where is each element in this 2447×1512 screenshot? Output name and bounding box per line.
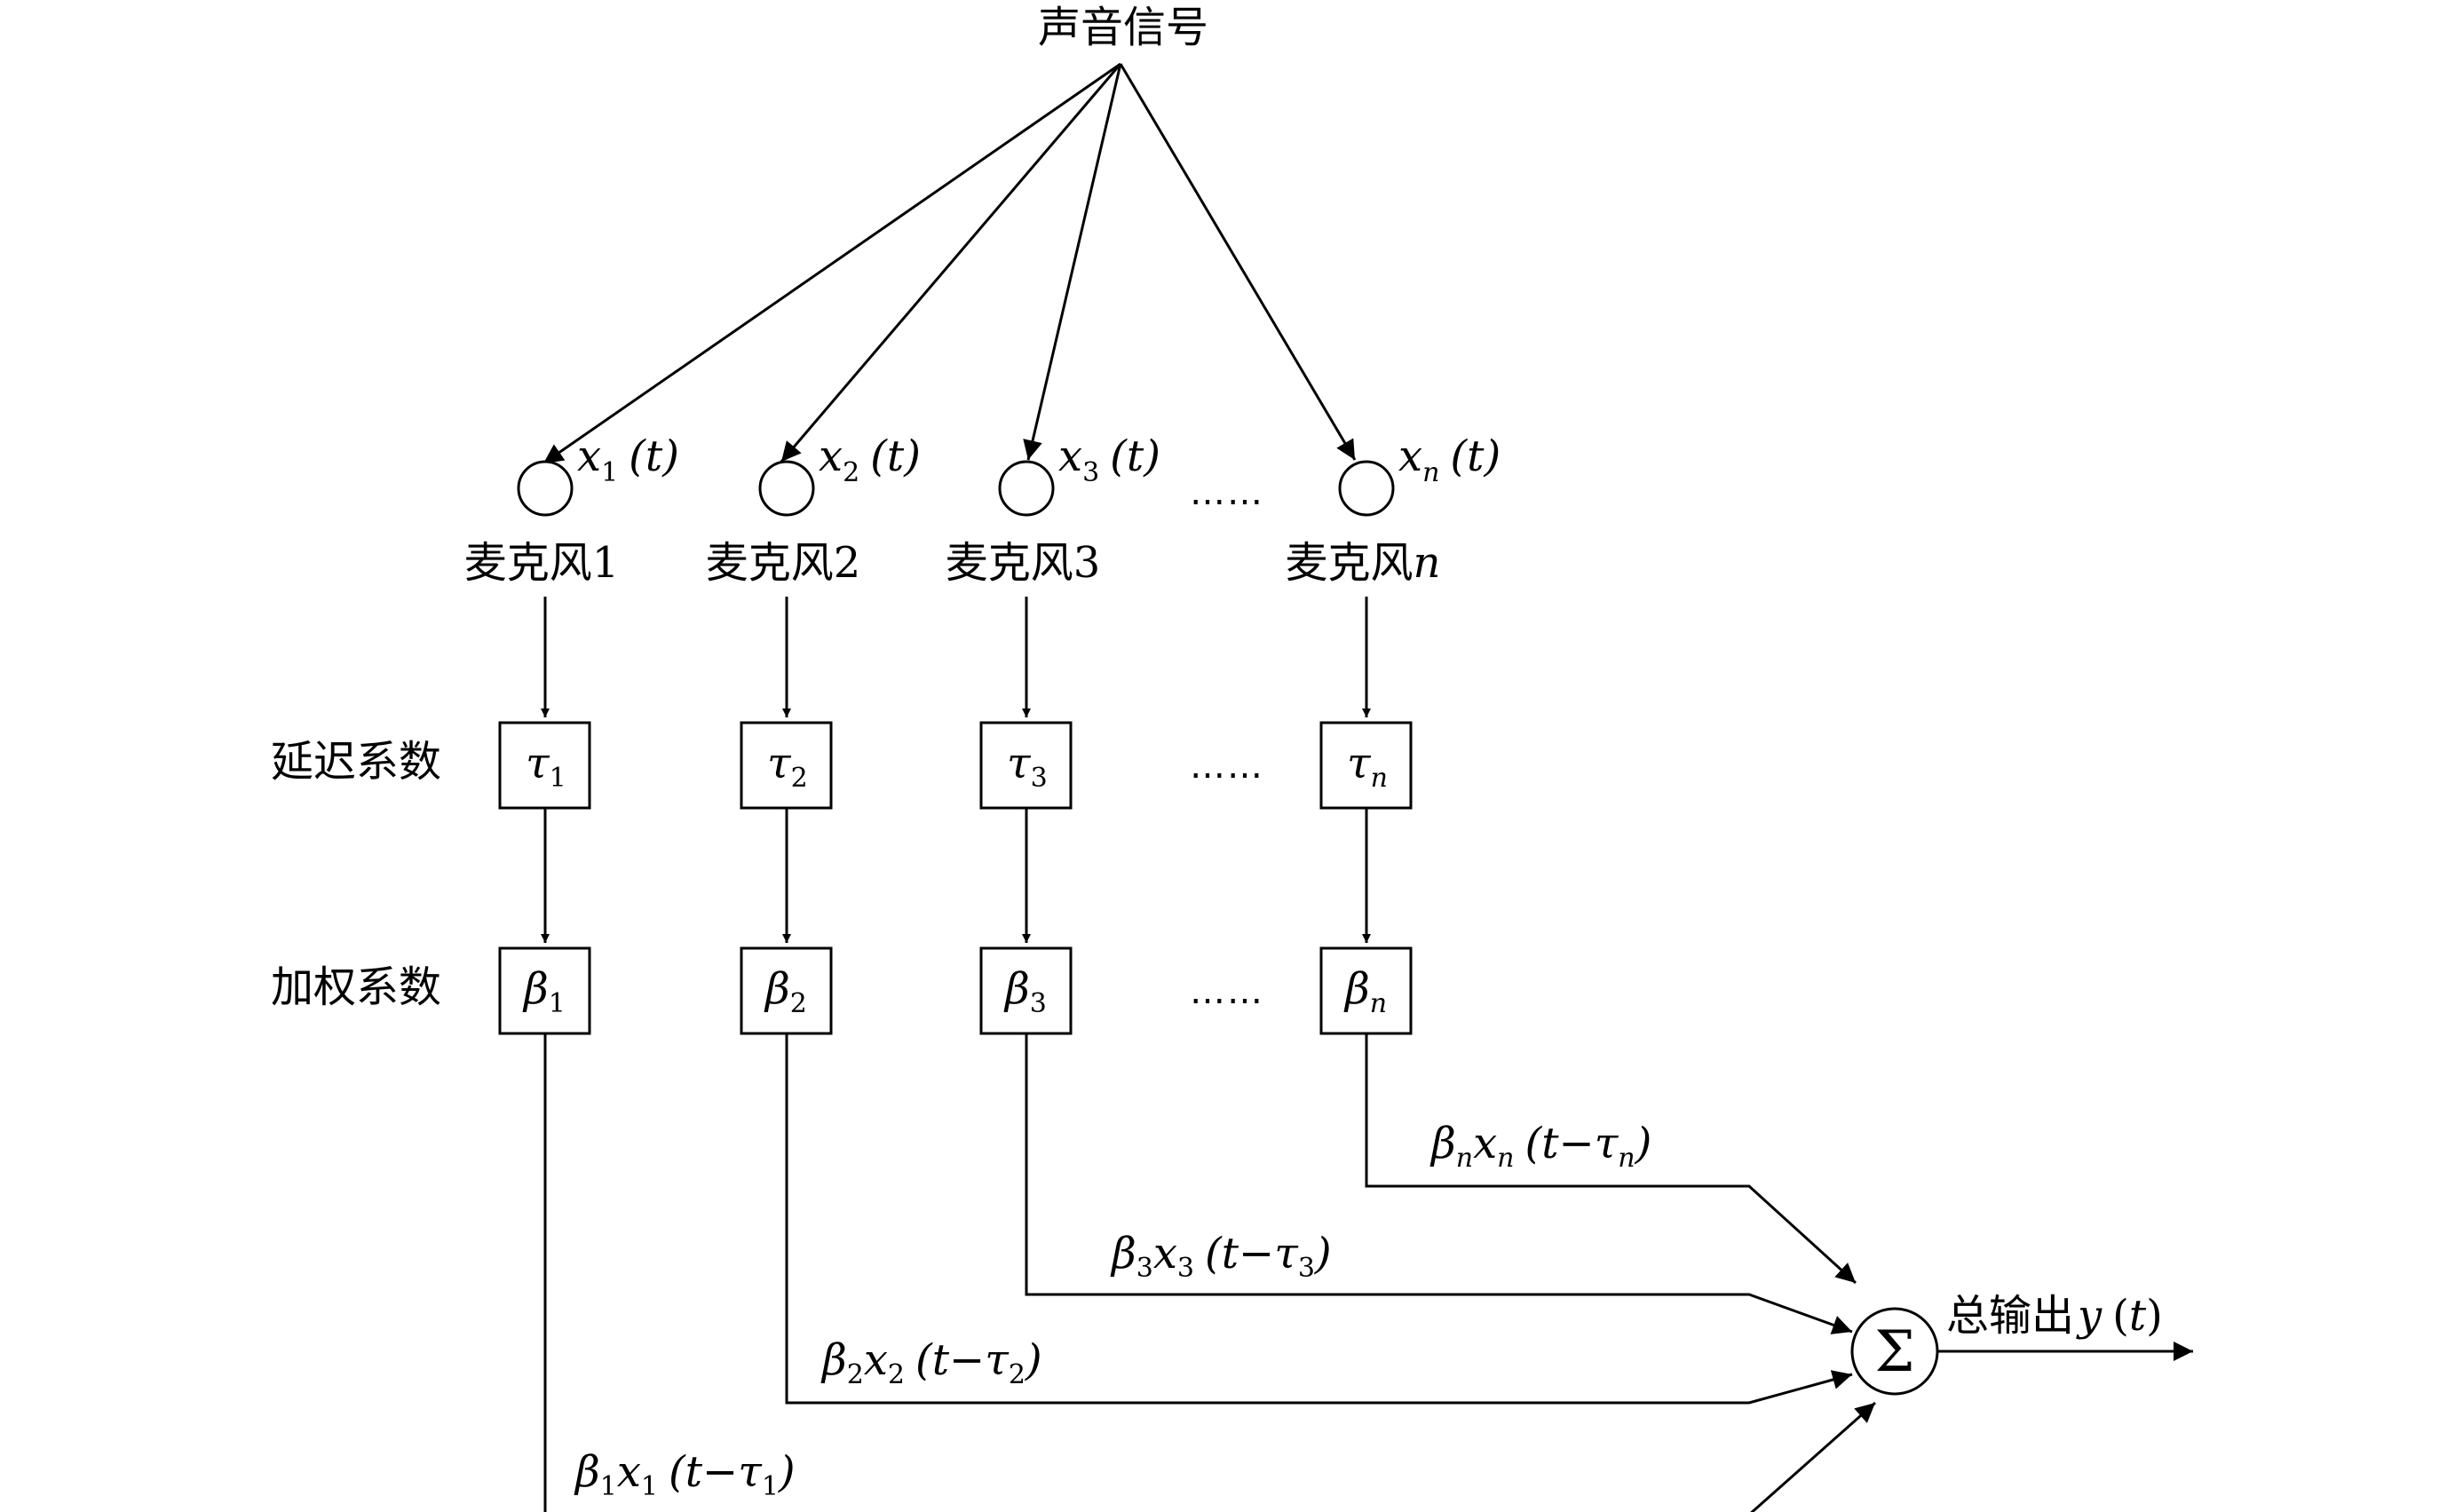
weight-symbol-2: β2	[764, 964, 807, 1019]
delay-box-1	[498, 721, 591, 810]
mic-signal-n: xn(t)	[1398, 431, 1501, 488]
mic-label-n: 麦克风n	[1286, 538, 1441, 588]
fanout-line-n	[1119, 63, 1357, 461]
delay-row-ellipsis: ……	[1190, 746, 1264, 787]
route-3	[1025, 1033, 1853, 1334]
weight-boxes	[498, 946, 1413, 1035]
delay-to-weight-arrows	[541, 808, 1371, 943]
delay-symbol-n: τn	[1347, 739, 1388, 794]
mic-signal-3: x3(t)	[1058, 431, 1160, 488]
delay-symbol-3: τ3	[1007, 739, 1048, 794]
weight-box-1	[498, 946, 591, 1035]
microphone-2	[758, 460, 815, 517]
weight-row-label: 加权系数	[271, 962, 441, 1012]
route-n	[1365, 1033, 1857, 1285]
fanout-line-3	[1023, 63, 1122, 461]
delay-symbol-1: τ1	[526, 739, 566, 794]
mic-label-1: 麦克风1	[464, 538, 620, 588]
weight-symbol-1: β1	[522, 964, 566, 1019]
microphones	[517, 460, 1395, 517]
delay-row-label: 延迟系数	[271, 737, 441, 787]
mic-row-ellipsis: ……	[1190, 472, 1264, 513]
route-label-3: β3x3(t−τ3)	[1110, 1229, 1332, 1284]
delay-box-2	[740, 721, 833, 810]
mic-label-2: 麦克风2	[706, 538, 861, 588]
delay-box-n	[1319, 721, 1413, 810]
source-fanout-lines	[542, 62, 1357, 465]
mic-signal-2: x2(t)	[819, 431, 921, 488]
route-1	[543, 1033, 1876, 1512]
weight-symbol-n: βn	[1343, 964, 1387, 1019]
mic-signal-1: x1(t)	[577, 431, 679, 488]
mic-to-delay-arrows	[541, 597, 1371, 717]
delay-symbol-2: τ2	[767, 739, 808, 794]
microphone-1	[517, 460, 574, 517]
source-title: 声音信号	[1038, 3, 1208, 52]
route-2	[785, 1033, 1853, 1405]
delay-box-3	[979, 721, 1073, 810]
fanout-line-2	[780, 63, 1122, 463]
output-label: 总输出y(t)	[1946, 1291, 2163, 1341]
summation-icon: Σ	[1874, 1319, 1914, 1385]
route-label-1: β1x1(t−τ1)	[574, 1447, 796, 1502]
weight-symbol-3: β3	[1003, 964, 1047, 1019]
delay-boxes	[498, 721, 1413, 810]
weight-box-3	[979, 946, 1073, 1035]
microphone-3	[998, 460, 1055, 517]
weight-row-ellipsis: ……	[1190, 971, 1264, 1012]
weight-box-2	[740, 946, 833, 1035]
microphone-n	[1338, 460, 1395, 517]
weight-box-n	[1319, 946, 1413, 1035]
route-label-2: β2x2(t−τ2)	[820, 1335, 1042, 1390]
fanout-line-1	[542, 62, 1121, 465]
route-label-n: βnxn(t−τn)	[1429, 1119, 1651, 1174]
mic-label-3: 麦克风3	[946, 538, 1101, 588]
summation-routes	[543, 1033, 1876, 1512]
